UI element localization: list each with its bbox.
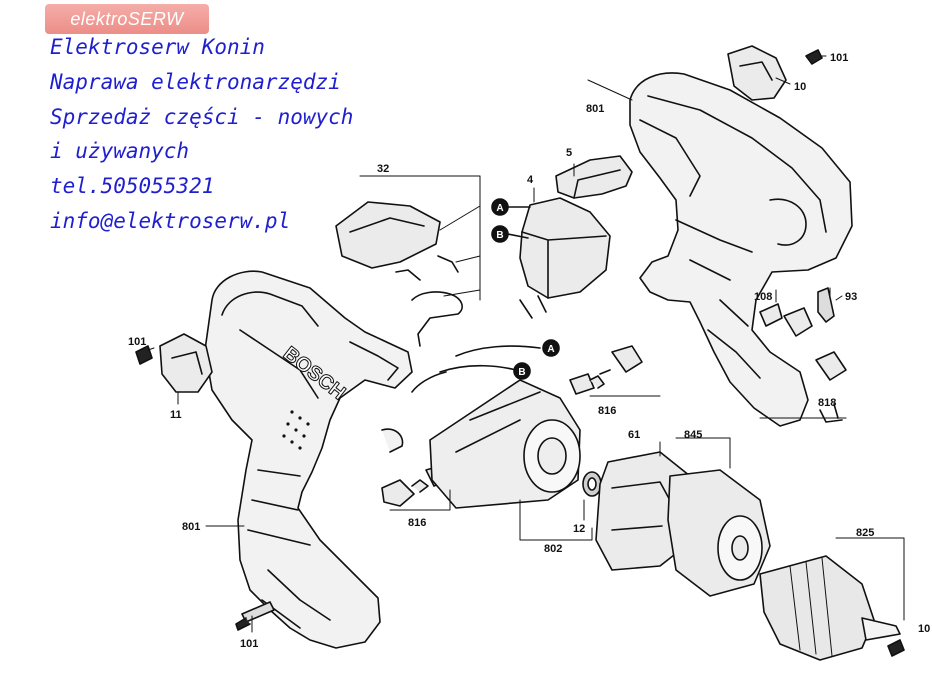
- part-number-labels: 101 10 801 5 4 32 108 93 818 101 11 816 …: [128, 52, 930, 650]
- shop-name: Elektroserw Konin: [50, 35, 265, 59]
- label-5: 5: [566, 147, 572, 159]
- label-108: 108: [754, 291, 772, 303]
- label-101-bottom: 101: [240, 638, 258, 650]
- shop-email: info@elektroserw.pl: [50, 208, 291, 233]
- part-818: [815, 351, 847, 423]
- svg-text:A: A: [547, 344, 554, 355]
- screw-101-left: [135, 345, 153, 365]
- label-11: 11: [170, 409, 182, 421]
- motor-wires: [411, 345, 541, 393]
- label-101-top: 101: [830, 52, 848, 64]
- label-93: 93: [845, 291, 857, 303]
- label-12: 12: [573, 523, 585, 535]
- label-825: 825: [856, 527, 874, 539]
- gearbox-61: [595, 451, 691, 571]
- left-housing-half: [204, 270, 413, 649]
- spring-clip: [395, 255, 463, 347]
- brush-holder-right: [569, 345, 643, 395]
- motor-802: [429, 379, 581, 509]
- screw-101-top: [805, 49, 823, 65]
- label-802: 802: [544, 543, 562, 555]
- trigger-button: [555, 155, 633, 199]
- connector-a-top: A: [491, 198, 531, 216]
- label-61: 61: [628, 429, 640, 441]
- label-845: 845: [684, 429, 702, 441]
- svg-text:A: A: [496, 203, 503, 214]
- part-93: [817, 287, 835, 323]
- pinion-12: [582, 471, 602, 497]
- right-housing-half: [629, 72, 853, 427]
- label-818: 818: [818, 397, 836, 409]
- label-801-top: 801: [586, 103, 604, 115]
- label-10: 10: [794, 81, 806, 93]
- vent-dots: [282, 410, 310, 450]
- label-4: 4: [527, 174, 534, 186]
- shop-phone: tel.505055321: [50, 174, 215, 199]
- shop-info-block: Elektroserw Konin Naprawa elektronarzędz…: [50, 30, 353, 239]
- connector-b-motor: B: [513, 362, 531, 380]
- label-801-left: 801: [182, 521, 200, 533]
- label-32: 32: [377, 163, 389, 175]
- label-101-left: 101: [128, 336, 146, 348]
- cover-part-11: [159, 333, 213, 393]
- svg-text:B: B: [518, 367, 525, 378]
- part-108: [759, 303, 813, 337]
- connector-b-top: B: [491, 225, 529, 243]
- switch-cover: [335, 201, 441, 269]
- cover-part-10: [727, 45, 787, 101]
- switch-module: [519, 197, 611, 319]
- svg-text:B: B: [496, 230, 503, 241]
- chuck-825: [759, 555, 905, 661]
- leader-lines: [147, 55, 905, 633]
- shop-sales-cont: i używanych: [50, 139, 190, 164]
- label-816-left: 816: [408, 517, 426, 529]
- connector-a-motor: A: [542, 339, 560, 357]
- label-816-right: 816: [598, 405, 616, 417]
- label-10-cut: 10: [918, 623, 930, 635]
- shop-service: Naprawa elektronarzędzi: [50, 69, 341, 94]
- elektroserw-watermark-logo: elektroSERW: [45, 4, 209, 34]
- gearbox-845: [667, 469, 771, 597]
- screw-101-bottom: [235, 601, 275, 631]
- shop-sales: Sprzedaż części - nowych: [50, 104, 354, 129]
